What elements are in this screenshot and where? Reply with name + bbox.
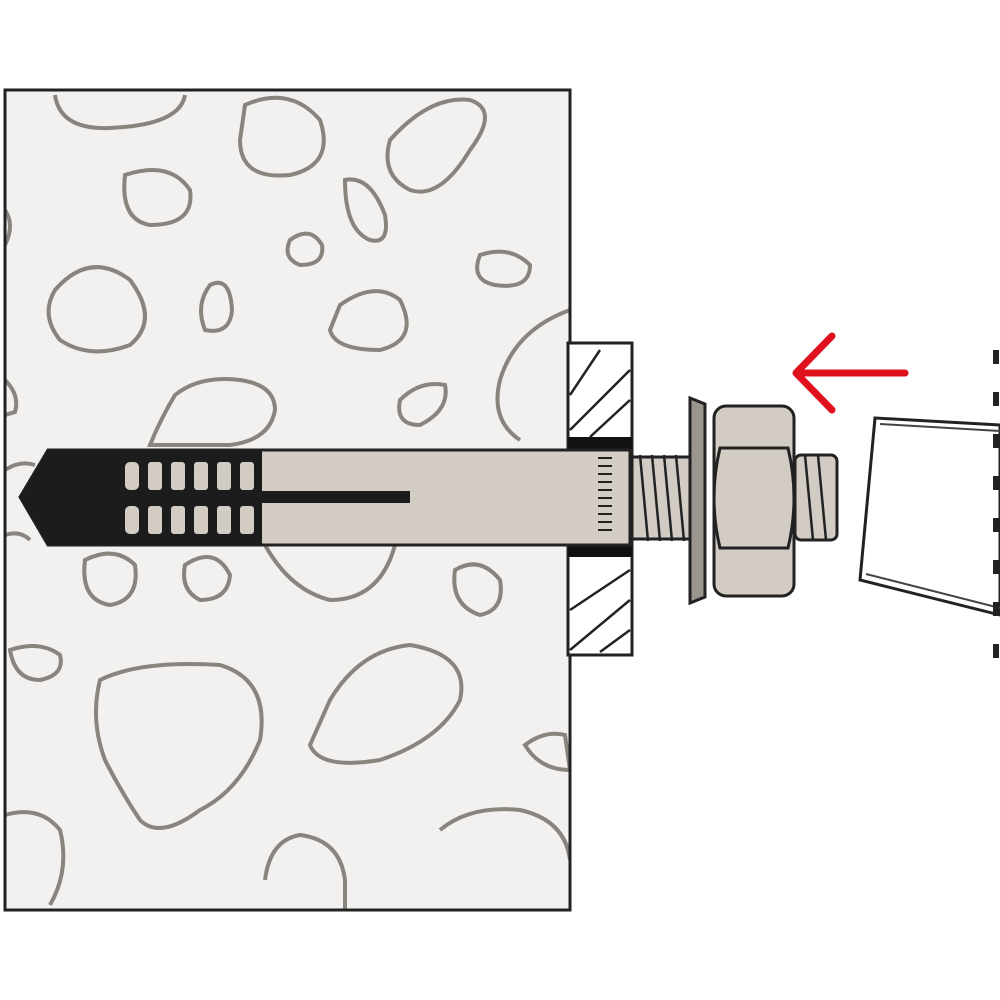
anchor-sleeve xyxy=(18,448,632,547)
direction-arrow-icon xyxy=(792,332,909,414)
washer xyxy=(688,395,707,606)
hex-nut xyxy=(712,404,796,598)
socket-wrench xyxy=(858,350,1000,680)
sleeve-slot xyxy=(262,491,410,503)
aggregate-stones xyxy=(5,94,570,910)
threaded-rod xyxy=(630,453,839,542)
knurling xyxy=(598,457,612,531)
expansion-slots xyxy=(125,462,254,534)
